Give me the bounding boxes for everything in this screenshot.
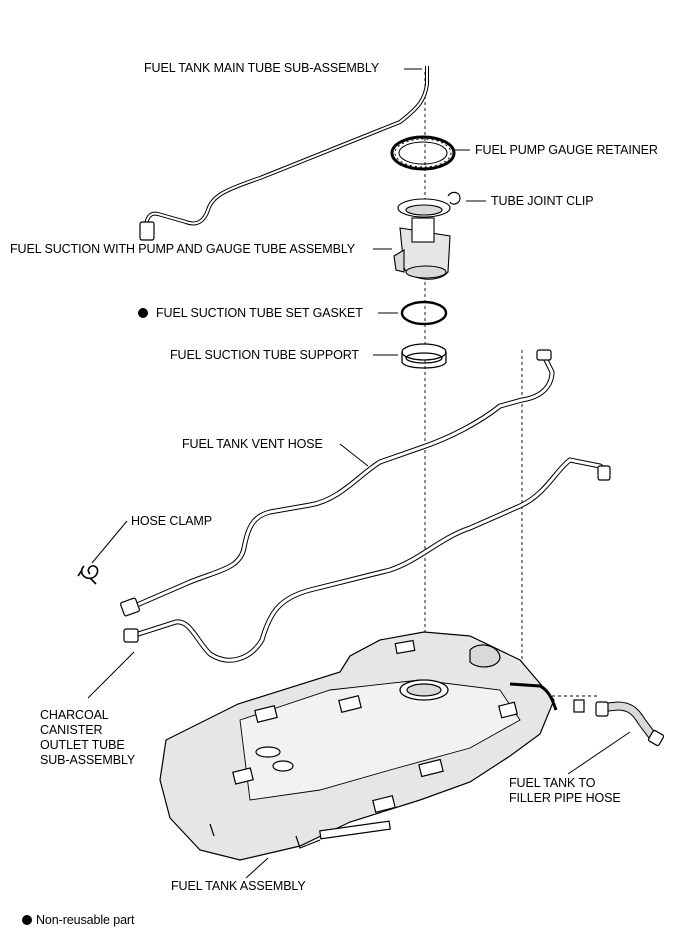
non-reusable-marker (138, 308, 148, 318)
label-pump-retainer: FUEL PUMP GAUGE RETAINER (475, 143, 658, 157)
fuel-pump-gauge-retainer-part (390, 135, 456, 171)
label-vent-hose: FUEL TANK VENT HOSE (182, 437, 323, 451)
hose-clamp-part (77, 565, 99, 585)
label-main-tube: FUEL TANK MAIN TUBE SUB-ASSEMBLY (144, 61, 380, 75)
leader-hose-clamp (91, 520, 128, 564)
label-charcoal-canister: CHARCOAL CANISTER OUTLET TUBE SUB-ASSEMB… (40, 708, 135, 768)
leader-vent-hose (339, 443, 369, 467)
label-suction-gasket: FUEL SUCTION TUBE SET GASKET (156, 306, 363, 320)
fuel-tank-main-tube-part (139, 66, 429, 241)
tube-joint-clip-part (447, 191, 461, 205)
label-filler-pipe-hose-line-1: FUEL TANK TO (509, 776, 596, 790)
legend-non-reusable: Non-reusable part (36, 913, 135, 927)
label-filler-pipe-hose: FUEL TANK TO FILLER PIPE HOSE (509, 776, 621, 806)
leader-lines (87, 68, 631, 879)
label-charcoal-canister-line-2: CANISTER (40, 723, 103, 737)
legend: Non-reusable part (22, 913, 134, 928)
fuel-tank-vent-hose-part (120, 349, 555, 617)
filler-pipe-hose-part (573, 699, 665, 747)
label-tank-assembly: FUEL TANK ASSEMBLY (171, 879, 306, 893)
label-suction-pump: FUEL SUCTION WITH PUMP AND GAUGE TUBE AS… (10, 242, 356, 256)
label-filler-pipe-hose-line-2: FILLER PIPE HOSE (509, 791, 621, 805)
label-suction-support: FUEL SUCTION TUBE SUPPORT (170, 348, 359, 362)
label-charcoal-canister-line-4: SUB-ASSEMBLY (40, 753, 136, 767)
label-charcoal-canister-line-1: CHARCOAL (40, 708, 109, 722)
assembly-centerlines (424, 72, 600, 700)
label-hose-clamp: HOSE CLAMP (131, 514, 212, 528)
legend-marker (22, 915, 32, 925)
label-charcoal-canister-line-3: OUTLET TUBE (40, 738, 125, 752)
charcoal-canister-tube-part (123, 457, 611, 663)
leader-tank-assembly (245, 857, 269, 879)
fuel-suction-gasket-part (400, 300, 448, 326)
leader-filler-pipe-hose (567, 731, 631, 775)
fuel-tank-assembly-part (159, 631, 558, 861)
label-tube-joint-clip: TUBE JOINT CLIP (491, 194, 594, 208)
label-suction-gasket-row: FUEL SUCTION TUBE SET GASKET (138, 306, 363, 321)
fuel-suction-pump-part (393, 198, 451, 280)
fuel-suction-support-part (401, 343, 447, 369)
leader-charcoal-canister (87, 651, 135, 699)
